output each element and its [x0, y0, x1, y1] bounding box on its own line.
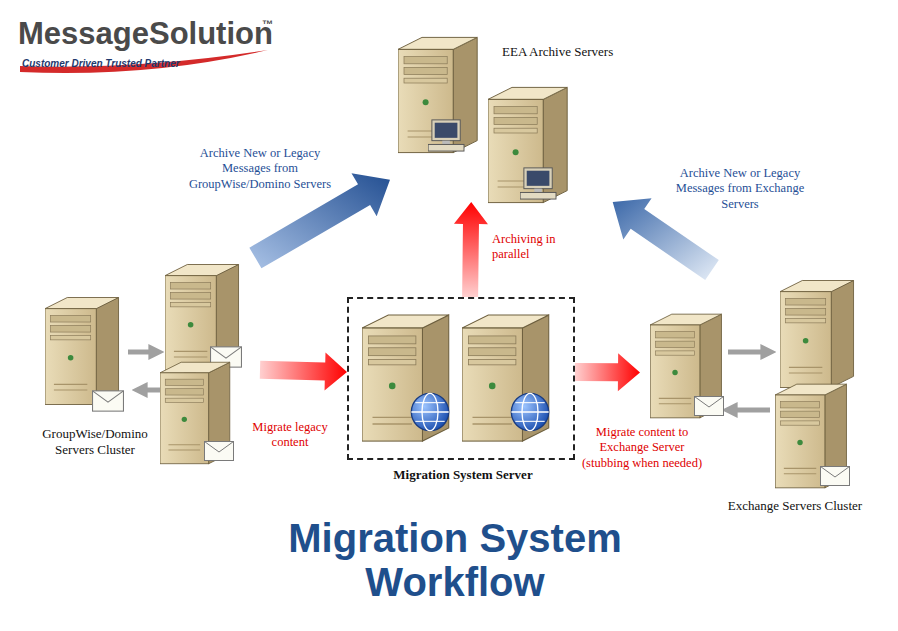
- edge-label: Archiving in parallel: [492, 232, 564, 263]
- edge-label: Archive New or Legacy Messages from Grou…: [180, 146, 340, 192]
- node-label: Exchange Servers Cluster: [715, 498, 875, 514]
- server-cluster: EEA Archive Servers: [390, 30, 652, 202]
- edge-label: Archive New or Legacy Messages from Exch…: [656, 166, 824, 212]
- block-arrow: [575, 353, 640, 391]
- trademark-mark: ™: [262, 18, 273, 30]
- node-label: EEA Archive Servers: [502, 44, 642, 60]
- edge-label: Migrate legacy content: [244, 420, 336, 451]
- logo-tagline: Customer Driven Trusted Partner: [22, 58, 180, 69]
- block-arrow: [260, 352, 347, 390]
- node-label: Migration System Server: [393, 467, 533, 483]
- server-cluster: GroupWise/Domino Servers Cluster: [30, 258, 260, 473]
- logo-wordmark: MessageSolution: [18, 16, 273, 52]
- logo-swoosh: [20, 50, 268, 73]
- server-cluster: Exchange Servers Cluster: [640, 270, 880, 520]
- migration-servers: [362, 315, 549, 441]
- edge-label: Migrate content to Exchange Server (stub…: [578, 425, 706, 471]
- node-label: GroupWise/Domino Servers Cluster: [30, 426, 160, 457]
- block-arrow: [454, 202, 488, 297]
- archive-servers: [398, 37, 567, 202]
- server-group-box: Migration System Server: [347, 297, 575, 460]
- diagram-title: Migration System Workflow: [245, 516, 665, 604]
